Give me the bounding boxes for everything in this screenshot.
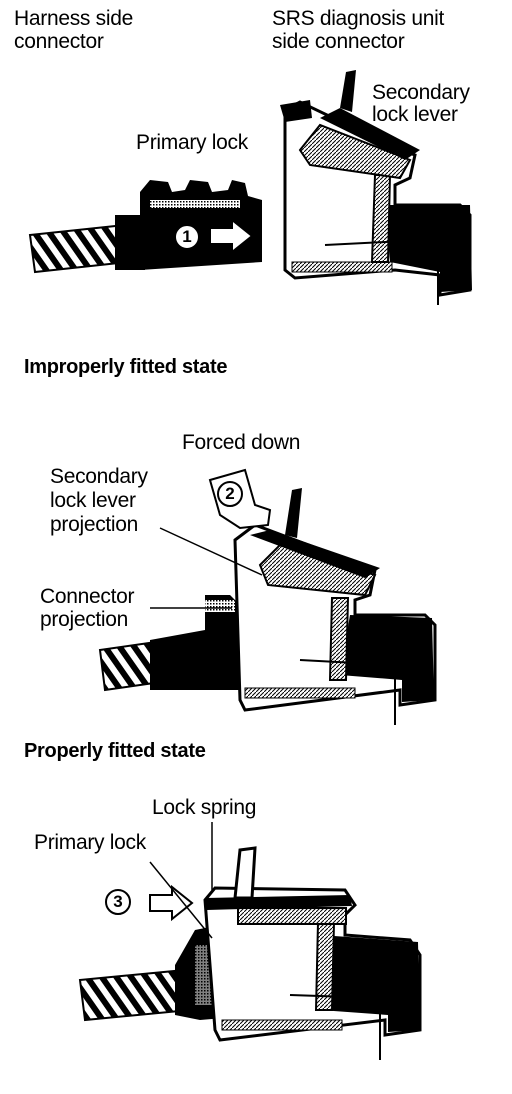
label-harness-side-line2: connector — [14, 30, 104, 53]
label-primary-lock-top: Primary lock — [136, 131, 248, 154]
label-primary-lock-bottom: Primary lock — [34, 831, 146, 854]
step-2-circle — [217, 481, 243, 507]
label-lever-projection-line3: projection — [50, 513, 139, 536]
label-connector-projection-line2: projection — [40, 608, 129, 631]
step-3-circle — [105, 889, 131, 915]
label-harness-side-line1: Harness side — [14, 7, 133, 30]
label-srs-unit-line2: side connector — [272, 30, 405, 53]
step-1-circle — [174, 224, 200, 250]
srs-unit-side-connector — [280, 70, 472, 305]
label-lever-projection-line2: lock lever — [50, 489, 136, 512]
label-lever-projection-line1: Secondary — [50, 465, 148, 488]
label-connector-projection-line1: Connector — [40, 585, 135, 608]
step-2-label: 2 — [225, 484, 235, 503]
step-3-label: 3 — [113, 892, 123, 911]
proper-title: Properly fitted state — [24, 740, 206, 762]
label-srs-unit-line1: SRS diagnosis unit — [272, 7, 445, 30]
insertion-arrow-1 — [209, 217, 254, 255]
label-forced-down: Forced down — [182, 431, 301, 454]
harness-cable-3 — [78, 968, 192, 1022]
srs-unit-side-connector-3 — [203, 846, 422, 1060]
label-secondary-lock-lever-line2: lock lever — [372, 103, 458, 126]
leader-lever-projection — [159, 527, 263, 576]
label-secondary-lock-lever-line1: Secondary — [372, 81, 470, 104]
improper-title: Improperly fitted state — [24, 356, 228, 378]
srs-unit-side-connector-2 — [233, 488, 437, 725]
figure-improper — [98, 468, 437, 725]
leader-primary-lock-3 — [149, 861, 213, 939]
figure-unmated — [28, 70, 472, 305]
insertion-arrow-3 — [149, 884, 194, 922]
label-lock-spring: Lock spring — [152, 796, 257, 819]
step-1-label: 1 — [182, 227, 192, 246]
harness-cable — [28, 223, 130, 274]
figure-proper — [78, 822, 422, 1060]
